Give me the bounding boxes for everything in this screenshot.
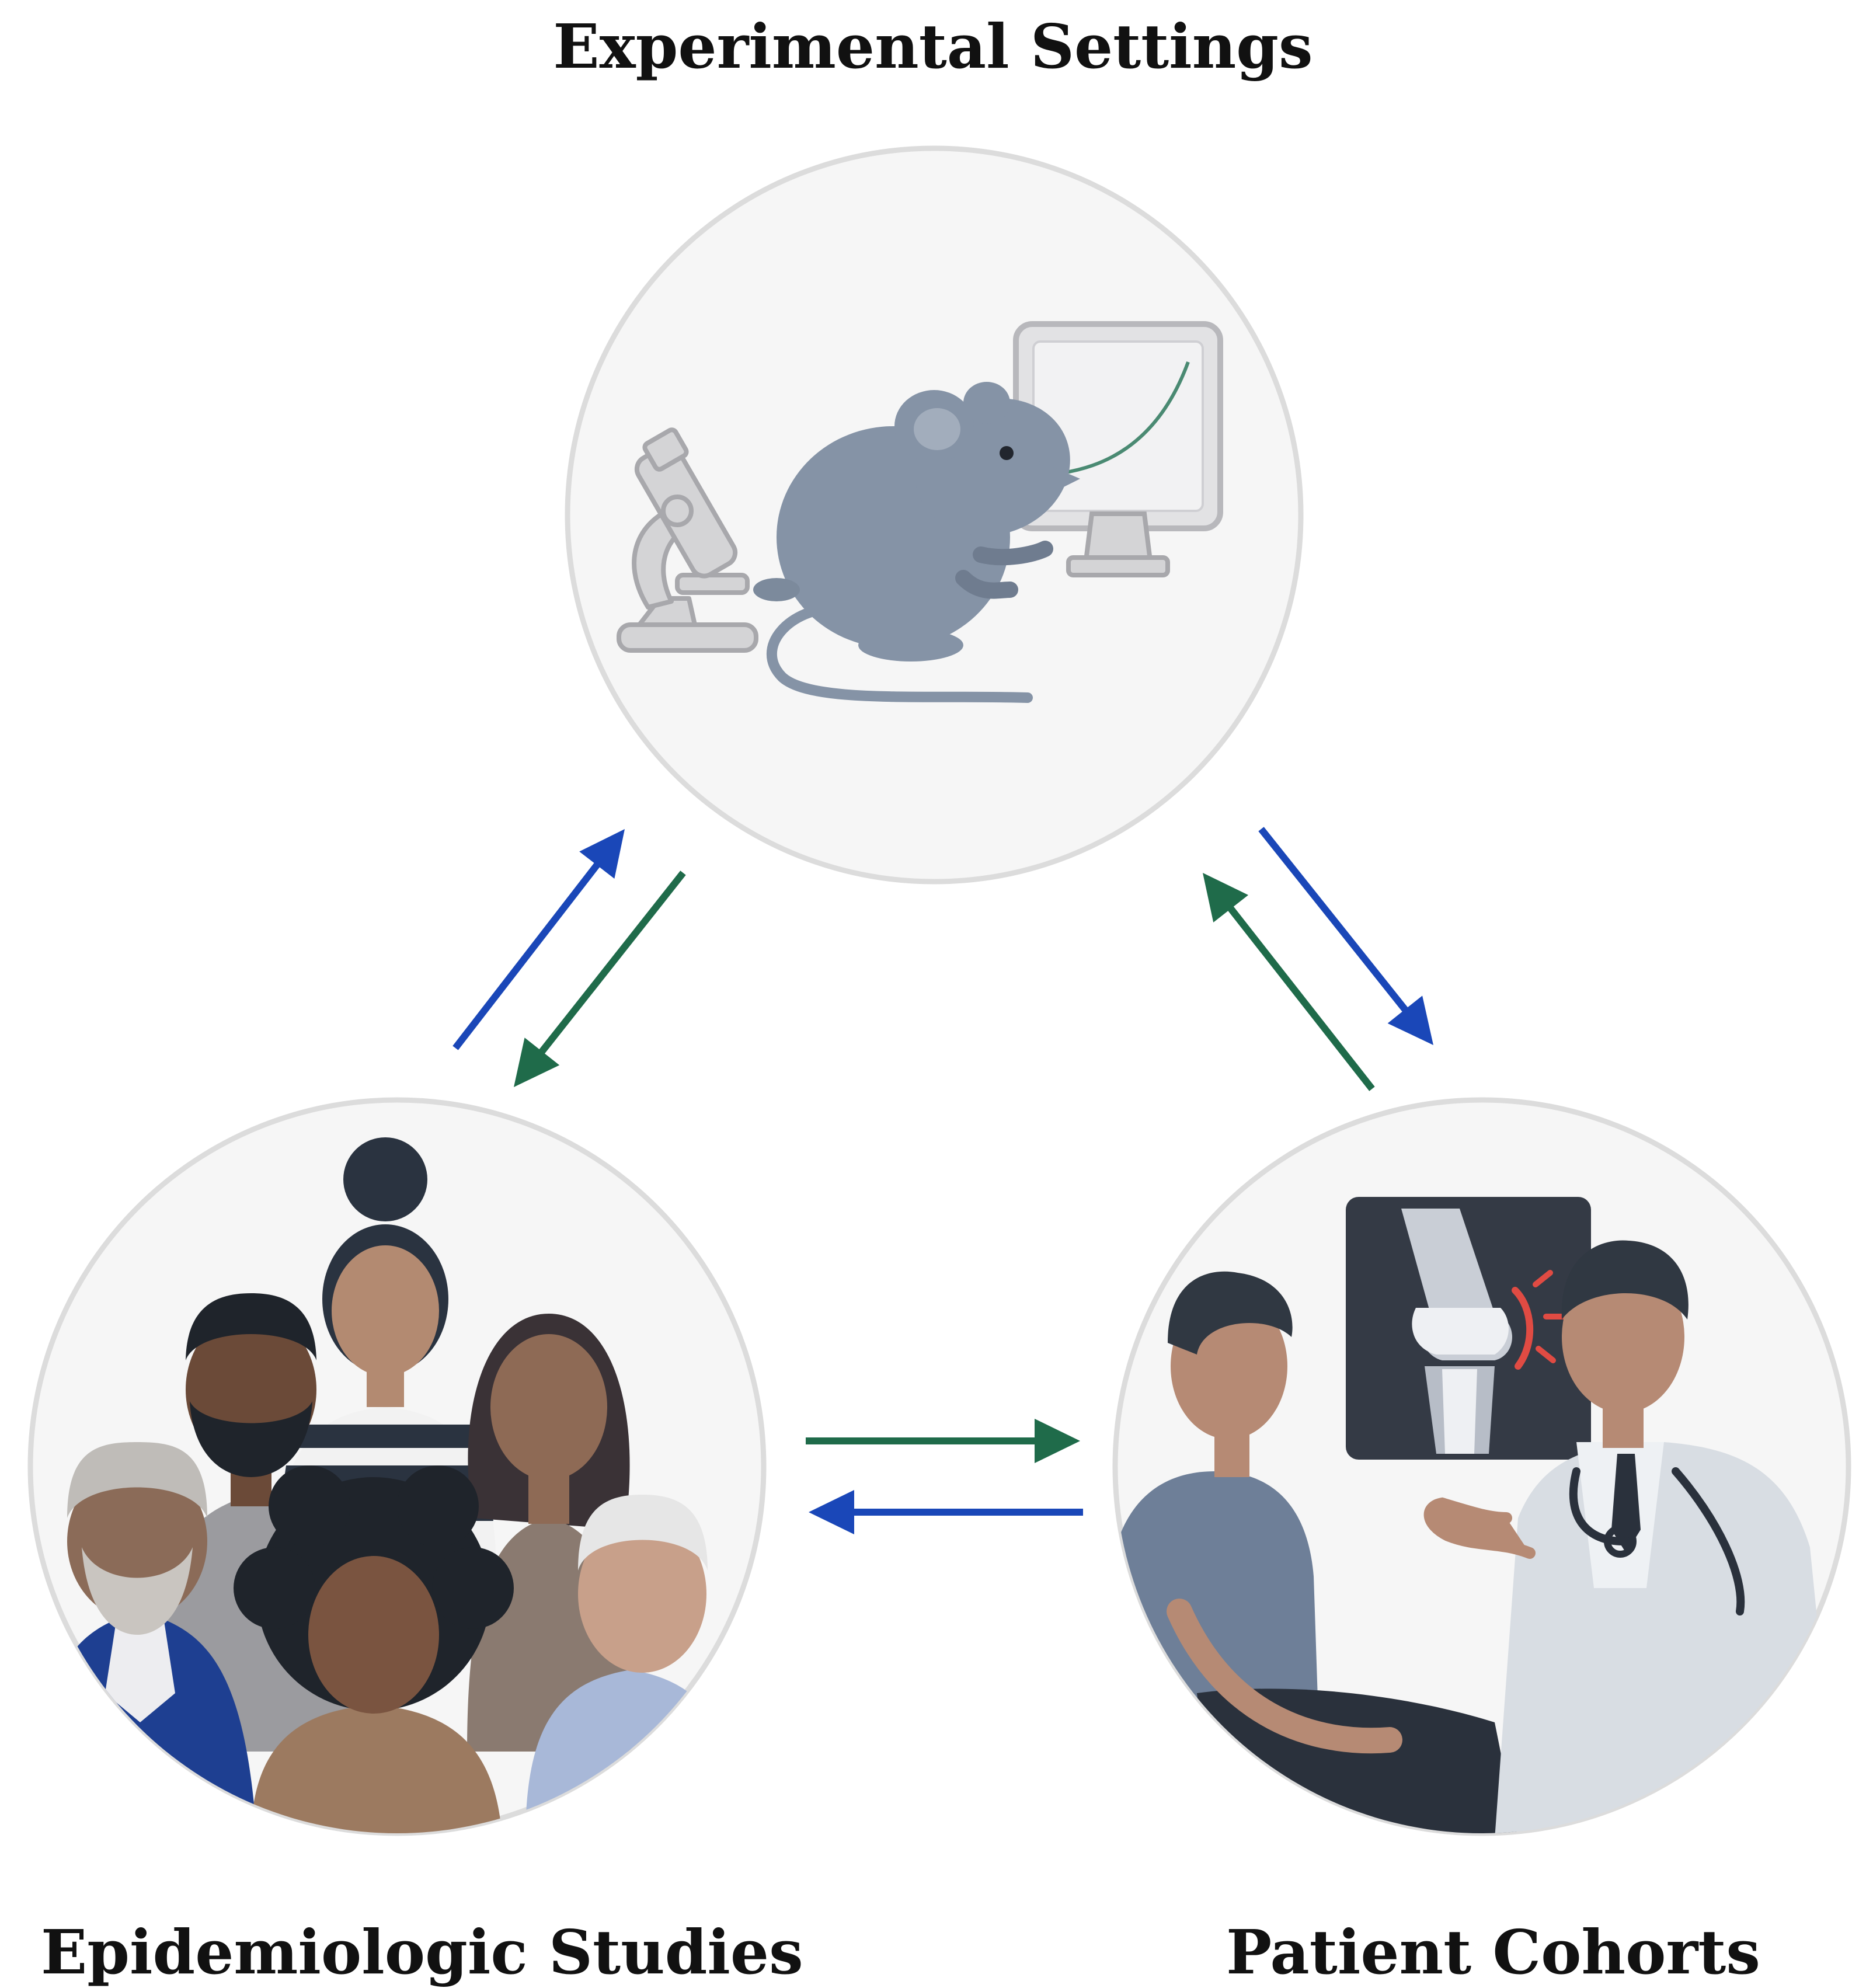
node-epidemiologic-studies bbox=[27, 1097, 767, 1836]
mouse-icon bbox=[753, 382, 1080, 703]
arrow-shaft bbox=[452, 861, 601, 1050]
arrow-shaft bbox=[538, 871, 686, 1056]
node-patient-cohorts bbox=[1112, 1097, 1851, 1836]
microscope-icon bbox=[617, 427, 758, 653]
node-experimental-settings bbox=[565, 145, 1304, 885]
population-group-icon bbox=[35, 1137, 747, 1833]
arrow-shaft bbox=[1226, 904, 1375, 1091]
arrow-patient-to-experimental bbox=[1203, 873, 1375, 1091]
knee-xray-icon bbox=[1346, 1197, 1591, 1460]
arrow-head bbox=[579, 829, 625, 879]
node-label-experimental-settings: Experimental Settings bbox=[553, 11, 1313, 82]
monitor-icon bbox=[1013, 321, 1223, 577]
arrow-experimental-to-patient bbox=[1258, 827, 1433, 1045]
arrow-shaft bbox=[1258, 827, 1409, 1014]
arrow-head bbox=[514, 1037, 560, 1087]
node-label-patient-cohorts: Patient Cohorts bbox=[1226, 1916, 1760, 1988]
arrow-head bbox=[1387, 995, 1433, 1045]
arrow-head bbox=[1203, 873, 1249, 922]
arrow-layer bbox=[452, 827, 1433, 1534]
person-icon bbox=[234, 1465, 514, 1833]
arrow-epidemiologic-to-experimental bbox=[452, 829, 625, 1050]
node-label-epidemiologic-studies: Epidemiologic Studies bbox=[41, 1916, 803, 1988]
arrow-head bbox=[1035, 1419, 1080, 1463]
arrow-experimental-to-epidemiologic bbox=[514, 871, 686, 1087]
arrow-head bbox=[809, 1490, 854, 1534]
arrow-epidemiologic-to-patient bbox=[806, 1419, 1080, 1463]
arrow-patient-to-epidemiologic bbox=[809, 1490, 1083, 1534]
mouse-lab-icon bbox=[617, 321, 1223, 703]
